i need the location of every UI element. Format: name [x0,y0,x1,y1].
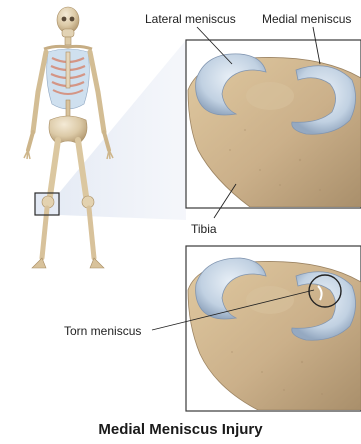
top-knee-panel [186,40,361,208]
lateral-meniscus-label: Lateral meniscus [145,12,236,26]
tibia-label: Tibia [191,222,217,236]
bottom-knee-panel [186,246,361,411]
skeleton-figure [24,7,113,268]
medial-meniscus-label: Medial meniscus [262,12,351,26]
torn-meniscus-label: Torn meniscus [64,324,141,338]
diagram-title: Medial Meniscus Injury [0,421,361,438]
